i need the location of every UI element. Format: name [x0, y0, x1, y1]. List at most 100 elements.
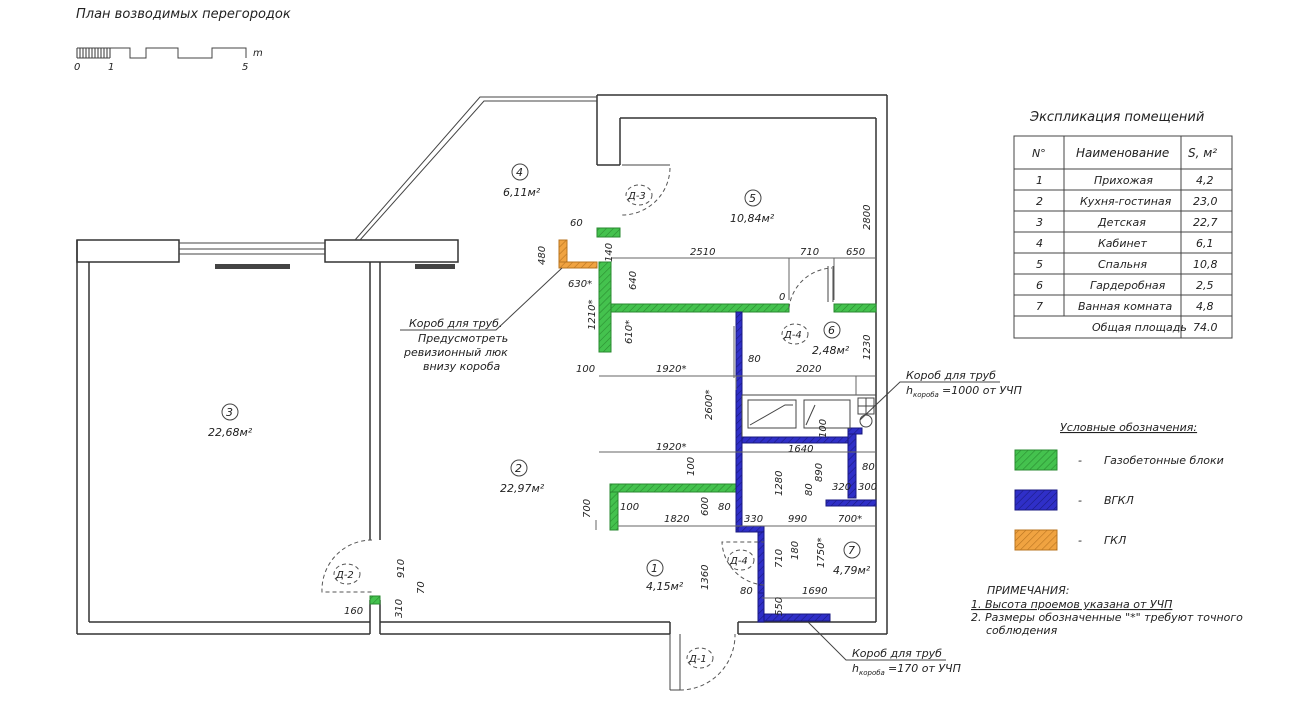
- room-area: 2,48м²: [812, 344, 850, 357]
- remark-item: 1. Высота проемов указана от УЧП: [971, 598, 1172, 611]
- radiator: [215, 264, 290, 269]
- table-cell: Гардеробная: [1090, 279, 1166, 292]
- door-label: Д-4: [729, 556, 748, 567]
- room-number: 1: [651, 562, 658, 575]
- dim: 80: [718, 502, 731, 513]
- dim: 700*: [838, 514, 862, 525]
- dim: 2600*: [704, 390, 715, 420]
- table-total-value: 74.0: [1193, 321, 1218, 334]
- svg-text:короба: короба: [913, 391, 939, 399]
- svg-text:-: -: [1078, 454, 1082, 467]
- radiator: [415, 264, 455, 269]
- legend-title: Условные обозначения:: [1060, 421, 1197, 434]
- partitions-vgkl: [735, 311, 877, 623]
- partition-gkl: [558, 239, 598, 269]
- svg-text:h: h: [852, 662, 859, 675]
- room-number: 6: [828, 324, 835, 337]
- table-total-label: Общая площадь: [1092, 321, 1187, 334]
- svg-text:Короб для труб: Короб для труб: [906, 369, 996, 382]
- dim: 300: [858, 482, 877, 493]
- svg-text:h: h: [906, 384, 913, 397]
- dim: 1230: [862, 335, 873, 360]
- plan-title: План возводимых перегородок: [76, 7, 291, 22]
- remarks: ПРИМЕЧАНИЯ: 1. Высота проемов указана от…: [971, 584, 1243, 637]
- table-header: N°: [1032, 147, 1046, 160]
- dim: 890: [814, 463, 825, 482]
- dim: 1210*: [587, 300, 598, 330]
- table-header: Наименование: [1076, 146, 1169, 160]
- room-area: 22,68м²: [208, 426, 253, 439]
- scale-bar: 0 1 5 m: [74, 47, 263, 73]
- dim: 610*: [624, 320, 635, 344]
- dim: 550: [774, 597, 785, 616]
- remark-item: 2. Размеры обозначенные "*" требуют точн…: [971, 611, 1243, 624]
- room-area: 6,11м²: [503, 186, 541, 199]
- annotation-pipe-box-bottom: Короб для труб h короба =170 от УЧП: [807, 621, 961, 677]
- scale-unit: m: [253, 48, 263, 59]
- room-area: 10,84м²: [730, 212, 775, 225]
- table-cell: 2,5: [1196, 279, 1214, 292]
- dim: 710: [774, 549, 785, 568]
- dim: 650: [846, 247, 865, 258]
- dim: 480: [537, 246, 548, 265]
- dim: 990: [788, 514, 807, 525]
- room-area: 22,97м²: [500, 482, 545, 495]
- dim: 1360: [700, 565, 711, 590]
- table-cell: Ванная комната: [1078, 300, 1173, 313]
- svg-text:-: -: [1078, 494, 1082, 507]
- legend-label: ВГКЛ: [1104, 494, 1134, 507]
- svg-text:=1000 от УЧП: =1000 от УЧП: [942, 384, 1022, 397]
- dim: 100: [818, 419, 829, 438]
- table-cell: Прихожая: [1094, 174, 1153, 187]
- dim: 710: [800, 247, 819, 258]
- dim: 0: [779, 292, 785, 303]
- dim: 80: [748, 354, 761, 365]
- svg-text:-: -: [1078, 534, 1082, 547]
- table-cell: 2: [1036, 195, 1043, 208]
- door-label: Д-3: [627, 191, 646, 202]
- dim: 1750*: [816, 538, 827, 568]
- legend-swatch-blue: [1014, 489, 1058, 511]
- dim: 600: [700, 497, 711, 516]
- door-labels: Д-3 Д-4 Д-2 Д-4 Д-1: [333, 184, 809, 669]
- table-cell: 4: [1036, 237, 1043, 250]
- table-cell: Кухня-гостиная: [1080, 195, 1172, 208]
- table-cell: 7: [1036, 300, 1043, 313]
- dim: 80: [804, 483, 815, 496]
- door-swings: [321, 164, 833, 691]
- svg-text:Предусмотреть: Предусмотреть: [418, 332, 508, 345]
- table-cell: 1: [1036, 174, 1043, 187]
- dim: 1280: [774, 471, 785, 496]
- scale-label-5: 5: [242, 62, 248, 73]
- dim: 80: [740, 586, 753, 597]
- svg-text:Короб для труб: Короб для труб: [852, 647, 942, 660]
- dim: 330: [744, 514, 763, 525]
- table-cell: 6: [1036, 279, 1043, 292]
- room-number: 4: [516, 166, 523, 179]
- dimension-lines: [595, 257, 876, 599]
- dim: 60: [570, 218, 583, 229]
- partitions-gas-concrete: [369, 227, 877, 605]
- table-cell: 4,2: [1196, 174, 1214, 187]
- explication-title: Экспликация помещений: [1029, 110, 1204, 125]
- svg-text:=170 от УЧП: =170 от УЧП: [888, 662, 961, 675]
- dim: 1920*: [656, 442, 686, 453]
- dim: 1690: [802, 586, 827, 597]
- dim: 1820: [664, 514, 689, 525]
- room-area: 4,79м²: [833, 564, 871, 577]
- dimension-texts: 60 480 140 630* 640 2510 710 650 2800 0 …: [344, 205, 877, 618]
- scale-label-0: 0: [74, 62, 80, 73]
- dim: 2800: [862, 205, 873, 230]
- room-number: 2: [515, 462, 522, 475]
- table-cell: Кабинет: [1098, 237, 1147, 250]
- room-number: 5: [749, 192, 756, 205]
- svg-text:короба: короба: [859, 669, 885, 677]
- svg-text:ревизионный люк: ревизионный люк: [403, 346, 508, 359]
- table-cell: 23,0: [1193, 195, 1218, 208]
- room-area: 4,15м²: [646, 580, 684, 593]
- explication-table: Экспликация помещений N° Наименование S,…: [1013, 110, 1233, 339]
- dim: 180: [790, 541, 801, 560]
- svg-text:Короб для труб.: Короб для труб.: [409, 317, 502, 330]
- room-number: 7: [848, 544, 855, 557]
- dim: 1920*: [656, 364, 686, 375]
